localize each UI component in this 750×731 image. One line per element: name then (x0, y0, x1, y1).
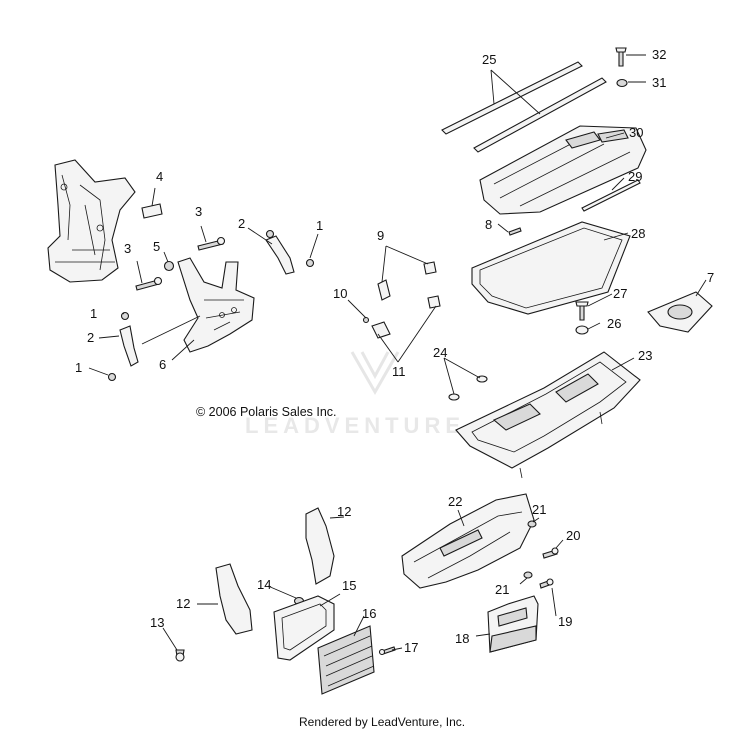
callout-labels: 1 1 1 2 2 3 3 4 5 6 7 8 9 10 11 12 12 13… (75, 47, 714, 655)
callout-22: 22 (448, 494, 462, 509)
front-frame (47, 159, 136, 283)
callout-6: 6 (159, 357, 166, 372)
callout-13: 13 (150, 615, 164, 630)
callout-24: 24 (433, 345, 447, 360)
bolt-27 (575, 301, 589, 321)
storage-tub (455, 351, 641, 479)
callout-14: 14 (257, 577, 271, 592)
callout-1b: 1 (90, 306, 97, 321)
callout-29: 29 (628, 169, 642, 184)
callout-23: 23 (638, 348, 652, 363)
watermark-text: LEADVENTURE (245, 413, 465, 438)
callout-1c: 1 (75, 360, 82, 375)
callout-8: 8 (485, 217, 492, 232)
decal-plate (647, 291, 713, 333)
callout-31: 31 (652, 75, 666, 90)
front-bumper-bracket (177, 257, 255, 353)
callout-20: 20 (566, 528, 580, 543)
bumper-block (141, 203, 163, 219)
pin-8 (508, 227, 522, 236)
clips-24 (448, 375, 488, 401)
callout-21a: 21 (532, 502, 546, 517)
callout-2b: 2 (87, 330, 94, 345)
gasket-seal (471, 221, 631, 315)
bolt-lower (135, 276, 163, 291)
callout-18: 18 (455, 631, 469, 646)
nut-21-b (523, 571, 533, 579)
side-panel-upper (305, 507, 335, 585)
bolt-19 (539, 578, 554, 589)
callout-10: 10 (333, 286, 347, 301)
nut-31 (616, 78, 628, 88)
callout-3b: 3 (124, 241, 131, 256)
callout-1a: 1 (316, 218, 323, 233)
leader-lines (88, 54, 707, 651)
nut-upper (163, 260, 175, 272)
washer-26 (575, 325, 589, 335)
callout-5: 5 (153, 239, 160, 254)
callout-2a: 2 (238, 216, 245, 231)
front-bumper (401, 493, 535, 589)
footer-credit: Rendered by LeadVenture, Inc. (299, 715, 465, 729)
callout-17: 17 (404, 640, 418, 655)
callout-30: 30 (629, 125, 643, 140)
callout-16: 16 (362, 606, 376, 621)
screw-upper-a (265, 229, 275, 239)
screw-upper-b (305, 258, 315, 268)
bolt-20 (542, 547, 559, 559)
latch-assembly (362, 261, 441, 339)
nut-21-a (527, 520, 537, 528)
callout-25: 25 (482, 52, 496, 67)
side-panel-lower (215, 563, 253, 635)
callout-3a: 3 (195, 204, 202, 219)
callout-12a: 12 (337, 504, 351, 519)
copyright-notice: © 2006 Polaris Sales Inc. (196, 405, 337, 419)
callout-12b: 12 (176, 596, 190, 611)
clip-bracket-left (119, 325, 139, 367)
seal-strips (441, 61, 607, 153)
screw-left-b (107, 372, 117, 382)
screen-mesh (317, 625, 375, 695)
watermark-logo (350, 351, 400, 396)
screen-frame (273, 595, 335, 661)
clip-bracket-right (265, 235, 295, 275)
callout-27: 27 (613, 286, 627, 301)
screw-32 (615, 47, 627, 67)
callout-9: 9 (377, 228, 384, 243)
callout-11: 11 (392, 364, 406, 379)
bolt-upper (197, 236, 226, 251)
screw-left-a (120, 311, 130, 321)
callout-15: 15 (342, 578, 356, 593)
callout-28: 28 (631, 226, 645, 241)
callout-26: 26 (607, 316, 621, 331)
storage-lid (479, 125, 647, 215)
callout-7: 7 (707, 270, 714, 285)
callout-4: 4 (156, 169, 163, 184)
callout-32: 32 (652, 47, 666, 62)
support-rod (581, 179, 641, 212)
fastener-13 (175, 649, 185, 662)
callout-21b: 21 (495, 582, 509, 597)
callout-19: 19 (558, 614, 572, 629)
front-grille-panel (487, 595, 539, 653)
screw-17 (378, 646, 396, 656)
